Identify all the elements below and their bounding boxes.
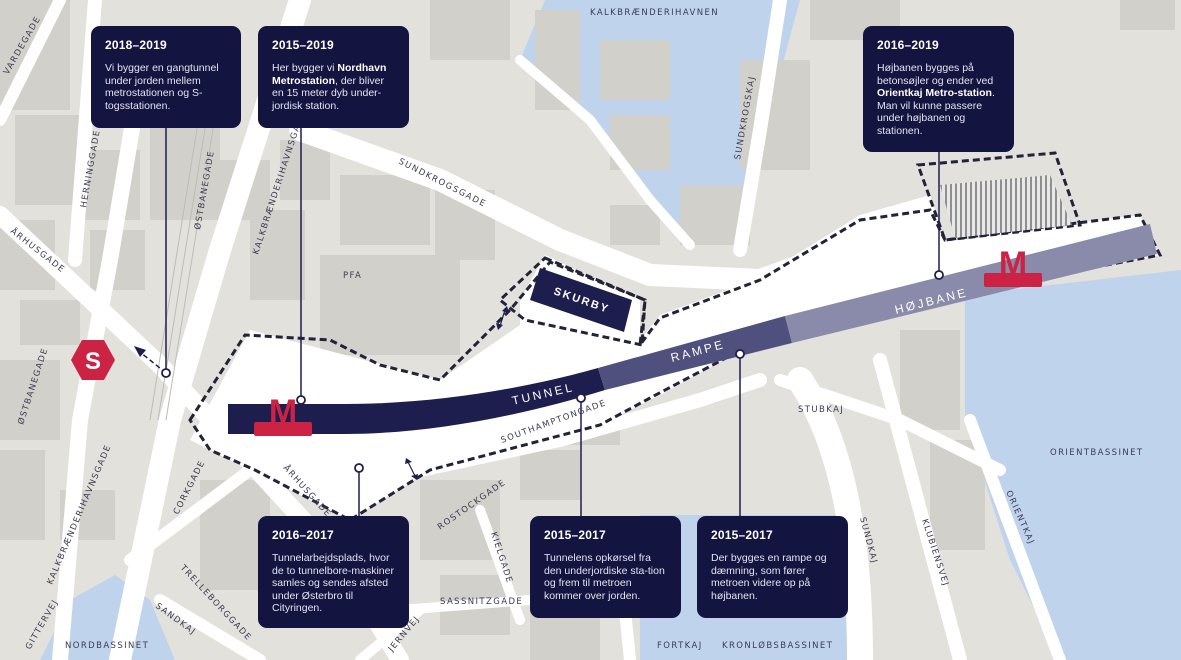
card-title: 2018–2019	[105, 38, 167, 52]
card-body-text: , der bliver en 15 meter dyb under-jordi…	[272, 74, 385, 112]
water-label-kronlobsbassinet: KRONLØBSBASSINET	[722, 640, 833, 651]
double-arrow-icon	[405, 458, 418, 480]
water-label-orientbassinet: ORIENTBASSINET	[1050, 448, 1144, 458]
roads	[0, 0, 1066, 660]
card-body-bold: Orientkaj Metro-station	[877, 87, 992, 99]
water-label-kalkbraenderihavnen: KALKBRÆNDERIHAVNEN	[590, 8, 719, 18]
info-card-nordhavn: 2015–2019 Her bygger vi Nordhavn Metrost…	[258, 26, 409, 128]
info-card-hojbane: 2016–2019 Højbanen bygges på betonsøjler…	[863, 26, 1014, 152]
orientkaj-station-boundary	[915, 151, 1083, 242]
street-fortkaj: FORTKAJ	[657, 641, 703, 651]
road-sundkrogskaj	[733, 0, 787, 257]
card-body-text: Tunnelarbejdsplads, hvor de to tunnelbor…	[272, 552, 394, 614]
info-card-rampe: 2015–2017 Der bygges en rampe og dæmning…	[697, 516, 848, 618]
card-body: Vi bygger en gangtunnel under jorden mel…	[105, 62, 229, 112]
metro-icon: M	[254, 393, 312, 436]
card-title: 2015–2019	[272, 38, 334, 52]
card-title: 2016–2019	[877, 38, 939, 52]
card-body-text: Tunnelens opkørsel fra den underjordiske…	[544, 552, 665, 602]
card-body-text: Der bygges en rampe og dæmning, som føre…	[711, 552, 827, 602]
info-card-gangtunnel: 2018–2019 Vi bygger en gangtunnel under …	[91, 26, 241, 128]
road-jernvej	[355, 605, 425, 660]
card-body-text: Her bygger vi	[272, 62, 338, 74]
road-orientkaj	[964, 414, 1066, 660]
arrow-head-icon	[134, 346, 146, 357]
road-vardegade	[0, 0, 66, 126]
double-arrow-icon	[496, 306, 509, 330]
svg-text:M: M	[269, 393, 297, 431]
svg-text:S: S	[85, 348, 101, 375]
card-body-text: Højbanen bygges på betonsøjler og ender …	[877, 62, 994, 87]
site-boundaries	[188, 151, 1163, 522]
card-body: Tunnelarbejdsplads, hvor de to tunnelbor…	[272, 552, 397, 615]
card-body: Tunnelens opkørsel fra den underjordiske…	[544, 552, 669, 602]
water-label-nordbassinet: NORDBASSINET	[65, 641, 149, 651]
road-klubiensvej	[873, 353, 967, 660]
street-stubkaj: STUBKAJ	[798, 405, 844, 415]
card-body-bold: Nordhavn Metrostation	[272, 62, 387, 87]
s-train-icon: S	[71, 340, 115, 380]
card-body: Her bygger vi Nordhavn Metrostation, der…	[272, 62, 397, 112]
card-body-text: . Man vil kunne passere under højbanen o…	[877, 87, 995, 137]
street-sassnitzgade: SASSNITZGADE	[440, 597, 523, 607]
card-body-text: Vi bygger en gangtunnel under jorden mel…	[105, 62, 219, 112]
route-rampe-segment	[598, 316, 792, 390]
road-harbour-edge	[515, 55, 695, 250]
route-hojbane-segment	[785, 224, 1157, 343]
label-pfa: PFA	[343, 271, 362, 281]
road-sundkaj	[787, 367, 873, 660]
card-body: Højbanen bygges på betonsøjler og ender …	[877, 62, 1002, 137]
card-title: 2016–2017	[272, 528, 334, 542]
card-body: Der bygges en rampe og dæmning, som føre…	[711, 552, 836, 602]
info-card-tunnelarbejdsplads: 2016–2017 Tunnelarbejdsplads, hvor de to…	[258, 516, 409, 628]
metro-icon: M	[984, 245, 1042, 287]
info-card-opkorsel: 2015–2017 Tunnelens opkørsel fra den und…	[530, 516, 681, 618]
orientkaj-station-hatch	[940, 175, 1072, 238]
route-tunnel-segment	[228, 368, 605, 434]
road-corkgade	[124, 464, 256, 566]
skurby-block: SKURBY	[530, 268, 632, 332]
callout-dots	[161, 270, 944, 473]
card-title: 2015–2017	[544, 528, 606, 542]
card-title: 2015–2017	[711, 528, 773, 542]
callout-leaders	[139, 128, 940, 518]
road-trelleborggade	[154, 594, 266, 660]
svg-text:M: M	[999, 245, 1027, 283]
metro-route	[228, 224, 1157, 434]
